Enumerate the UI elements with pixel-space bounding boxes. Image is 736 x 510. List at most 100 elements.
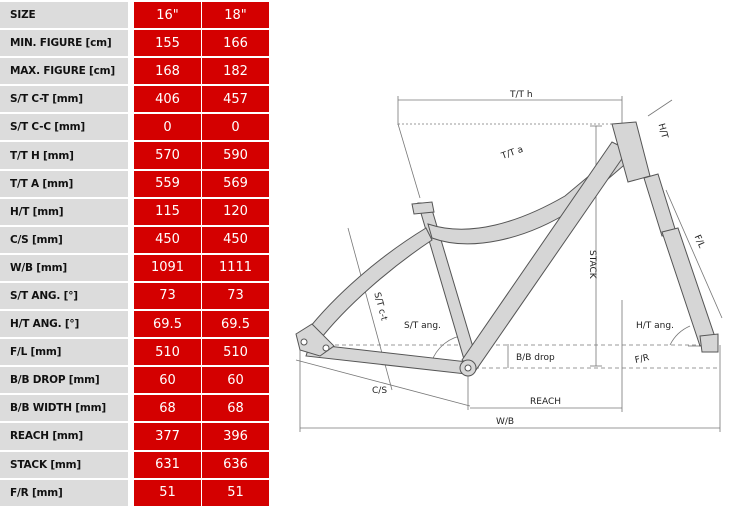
row-value-18: 1111 <box>201 254 269 281</box>
row-value-18: 182 <box>201 58 269 85</box>
row-label: W/B [mm] <box>0 254 128 281</box>
row-label: F/R [mm] <box>0 479 128 506</box>
row-label: S/T C-C [mm] <box>0 114 128 141</box>
label-reach: REACH <box>530 397 561 407</box>
table-row: MAX. FIGURE [cm] 168 182 <box>0 58 269 85</box>
label-tt-a: T/T a <box>499 145 524 162</box>
row-value-16: 60 <box>134 367 201 394</box>
fork-crown <box>643 173 677 237</box>
table-row: B/B WIDTH [mm] 68 68 <box>0 395 269 422</box>
row-label: F/L [mm] <box>0 339 128 366</box>
label-st-ang: S/T ang. <box>404 321 441 331</box>
seat-tube <box>417 202 479 367</box>
row-value-16: 570 <box>134 142 201 169</box>
row-value-18: 636 <box>201 451 269 478</box>
row-label: B/B WIDTH [mm] <box>0 395 128 422</box>
column-separator <box>128 226 134 253</box>
label-ht-ang: H/T ang. <box>636 321 674 331</box>
row-value-16: 510 <box>134 339 201 366</box>
seatpost-clamp <box>411 201 435 215</box>
row-value-16: 559 <box>134 170 201 197</box>
row-value-16: 155 <box>134 30 201 57</box>
row-value-18: 166 <box>201 30 269 57</box>
row-value-16: 406 <box>134 86 201 113</box>
column-separator <box>128 86 134 113</box>
row-value-18: 68 <box>201 395 269 422</box>
label-cs: C/S <box>372 386 387 396</box>
table-header-row: SIZE 16" 18" <box>0 2 269 29</box>
row-value-18: 51 <box>201 479 269 506</box>
column-separator <box>128 367 134 394</box>
table-row: F/R [mm] 51 51 <box>0 479 269 506</box>
row-value-16: 1091 <box>134 254 201 281</box>
row-value-18: 569 <box>201 170 269 197</box>
column-separator <box>128 2 134 29</box>
frame-geometry-diagram: T/T h T/T a H/T STACK F/L S/T c-t S/T an… <box>295 90 723 432</box>
column-separator <box>128 395 134 422</box>
row-value-18: 396 <box>201 423 269 450</box>
row-value-18: 60 <box>201 367 269 394</box>
row-value-18: 590 <box>201 142 269 169</box>
column-separator <box>128 142 134 169</box>
geometry-table: SIZE 16" 18" MIN. FIGURE [cm] 155 166 MA… <box>0 0 269 508</box>
row-value-18: 0 <box>201 114 269 141</box>
row-value-16: 377 <box>134 423 201 450</box>
row-value-18: 457 <box>201 86 269 113</box>
column-separator <box>128 451 134 478</box>
label-ht: H/T <box>656 122 670 140</box>
row-value-18: 450 <box>201 226 269 253</box>
row-label: STACK [mm] <box>0 451 128 478</box>
label-bb-drop: B/B drop <box>516 353 555 363</box>
row-label: C/S [mm] <box>0 226 128 253</box>
row-label: H/T [mm] <box>0 198 128 225</box>
table-row: T/T A [mm] 559 569 <box>0 170 269 197</box>
size-header-label: SIZE <box>0 2 128 29</box>
down-tube <box>461 141 629 371</box>
row-label: MAX. FIGURE [cm] <box>0 58 128 85</box>
column-separator <box>128 114 134 141</box>
row-value-16: 450 <box>134 226 201 253</box>
column-separator <box>128 198 134 225</box>
column-separator <box>128 282 134 310</box>
row-value-18: 510 <box>201 339 269 366</box>
table-row: W/B [mm] 1091 1111 <box>0 254 269 281</box>
column-separator <box>128 311 134 338</box>
row-value-16: 631 <box>134 451 201 478</box>
column-separator <box>128 30 134 57</box>
row-label: MIN. FIGURE [cm] <box>0 30 128 57</box>
row-value-16: 68 <box>134 395 201 422</box>
row-label: T/T H [mm] <box>0 142 128 169</box>
label-fr: F/R <box>634 353 650 366</box>
row-label: H/T ANG. [°] <box>0 311 128 338</box>
table-row: MIN. FIGURE [cm] 155 166 <box>0 30 269 57</box>
fork-dropout <box>699 333 719 353</box>
row-label: S/T C-T [mm] <box>0 86 128 113</box>
table-row: H/T [mm] 115 120 <box>0 198 269 225</box>
table-row: T/T H [mm] 570 590 <box>0 142 269 169</box>
table-row: S/T C-T [mm] 406 457 <box>0 86 269 113</box>
row-label: REACH [mm] <box>0 423 128 450</box>
row-value-18: 69.5 <box>201 311 269 338</box>
column-separator <box>128 479 134 506</box>
row-value-16: 168 <box>134 58 201 85</box>
dimension-lines <box>295 96 723 432</box>
row-value-18: 120 <box>201 198 269 225</box>
row-label: T/T A [mm] <box>0 170 128 197</box>
table-row: STACK [mm] 631 636 <box>0 451 269 478</box>
table-row: S/T ANG. [°] 73 73 <box>0 282 269 310</box>
table-row: S/T C-C [mm] 0 0 <box>0 114 269 141</box>
row-value-18: 73 <box>201 282 269 310</box>
label-fl: F/L <box>692 233 707 249</box>
row-value-16: 0 <box>134 114 201 141</box>
table-row: H/T ANG. [°] 69.5 69.5 <box>0 311 269 338</box>
label-st-ct: S/T c-t <box>371 291 388 322</box>
column-separator <box>128 423 134 450</box>
bike-frame <box>295 121 719 377</box>
table-row: REACH [mm] 377 396 <box>0 423 269 450</box>
row-value-16: 51 <box>134 479 201 506</box>
size-18-header: 18" <box>201 2 269 29</box>
table-row: B/B DROP [mm] 60 60 <box>0 367 269 394</box>
row-value-16: 69.5 <box>134 311 201 338</box>
label-wb: W/B <box>496 417 514 427</box>
row-label: S/T ANG. [°] <box>0 282 128 310</box>
